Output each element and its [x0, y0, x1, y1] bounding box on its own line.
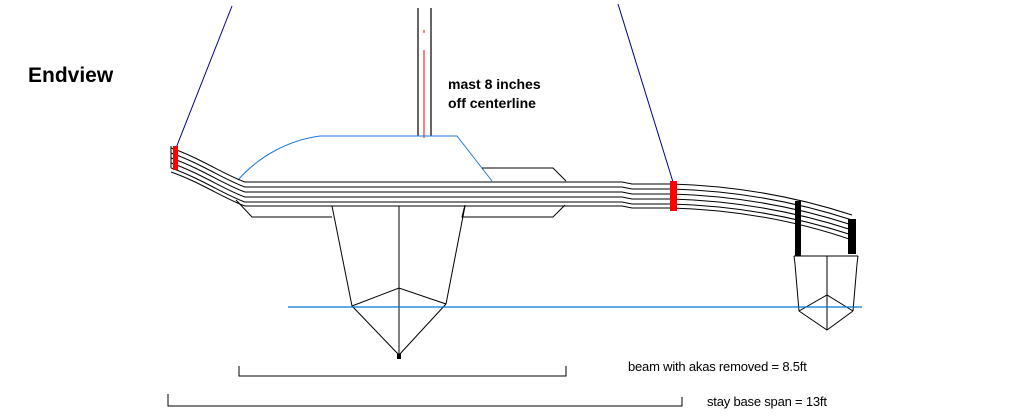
port-chainplate: [173, 146, 178, 170]
beam-dimension-label: beam with akas removed = 8.5ft: [628, 359, 807, 374]
ama-strut-outer: [848, 219, 856, 254]
akas: [170, 146, 853, 241]
main-hull: [331, 205, 466, 358]
hull-underside-port: [235, 199, 332, 218]
starboard-stay: [617, 3, 674, 183]
mast-note-line1: mast 8 inches: [448, 76, 541, 92]
stay-base-dimension-bracket: [167, 394, 683, 407]
diagram-title: Endview: [28, 64, 114, 87]
mast-note-line2: off centerline: [448, 95, 536, 111]
mast: [417, 8, 432, 138]
ama-hull: [793, 255, 859, 331]
port-stay: [175, 5, 233, 149]
deck-structure-lower: [461, 204, 566, 218]
mast-offset-note: mast 8 inches off centerline: [448, 75, 541, 113]
cabin-outline: [237, 135, 493, 182]
stay-base-dimension-label: stay base span = 13ft: [707, 394, 827, 409]
starboard-chainplate: [670, 181, 677, 211]
deck-structure-upper: [482, 167, 567, 182]
ama-strut-inner: [795, 201, 801, 256]
main-hull-keel-point: [397, 354, 401, 359]
beam-dimension-bracket: [238, 366, 567, 377]
